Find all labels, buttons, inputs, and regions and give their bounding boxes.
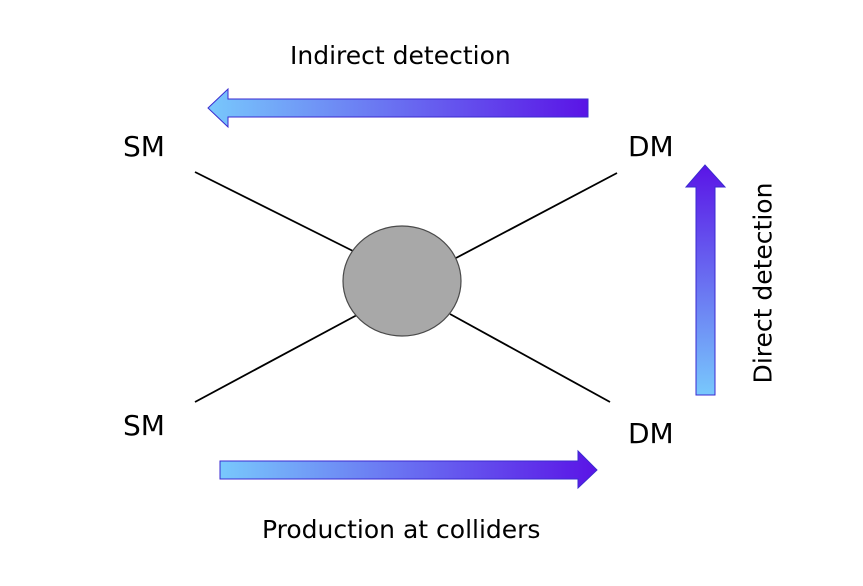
dm-bottom-line: [449, 313, 611, 403]
direct-detection-label: Direct detection: [748, 182, 778, 384]
direct-detection-arrow: [684, 164, 727, 396]
sm-top-line: [194, 171, 356, 253]
dm-top-label: DM: [628, 130, 674, 163]
sm-bottom-line: [194, 314, 358, 403]
sm-top-label: SM: [123, 130, 165, 163]
indirect-detection-arrow: [207, 87, 589, 129]
production-arrow: [219, 449, 598, 490]
dm-top-line: [455, 172, 618, 259]
production-label: Production at colliders: [262, 515, 541, 544]
indirect-detection-label: Indirect detection: [290, 41, 511, 70]
dm-bottom-label: DM: [628, 417, 674, 450]
sm-bottom-label: SM: [123, 409, 165, 442]
interaction-vertex: [342, 225, 462, 337]
